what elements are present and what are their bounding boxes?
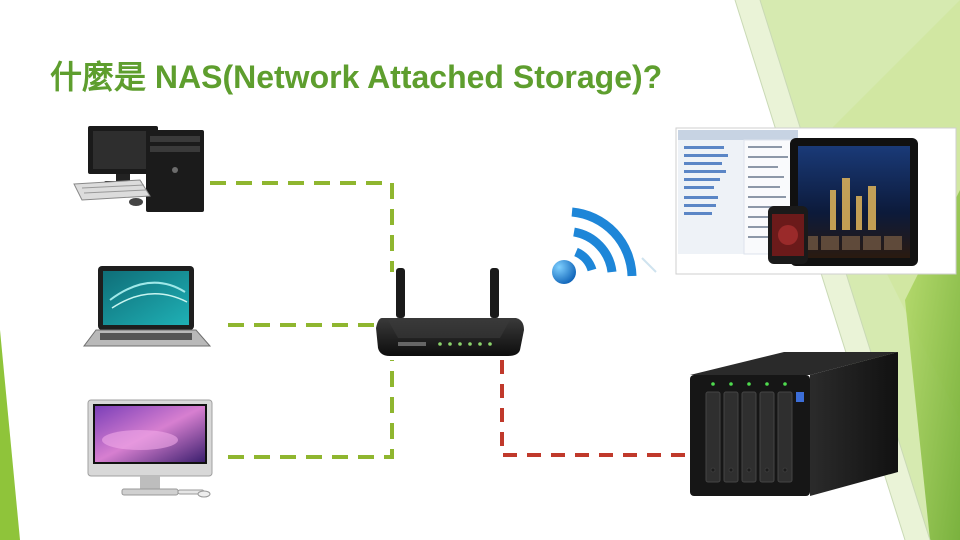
- nas-storage-device-icon: [690, 352, 898, 496]
- tablet-and-phone-icon: [675, 127, 957, 275]
- nas-link: [500, 360, 690, 457]
- desktop-computer-icon: [73, 126, 204, 212]
- wifi-signal-icon: [552, 207, 657, 284]
- link-imac-router: [228, 360, 394, 459]
- theme-decoration-left: [0, 330, 20, 540]
- link-desktop-router: [210, 181, 394, 272]
- all-in-one-computer-icon: [87, 399, 213, 498]
- wireless-router-icon: [376, 268, 524, 356]
- laptop-icon: [83, 266, 212, 347]
- slide-title: 什麼是 NAS(Network Attached Storage)?: [50, 59, 663, 95]
- client-links: [210, 181, 394, 459]
